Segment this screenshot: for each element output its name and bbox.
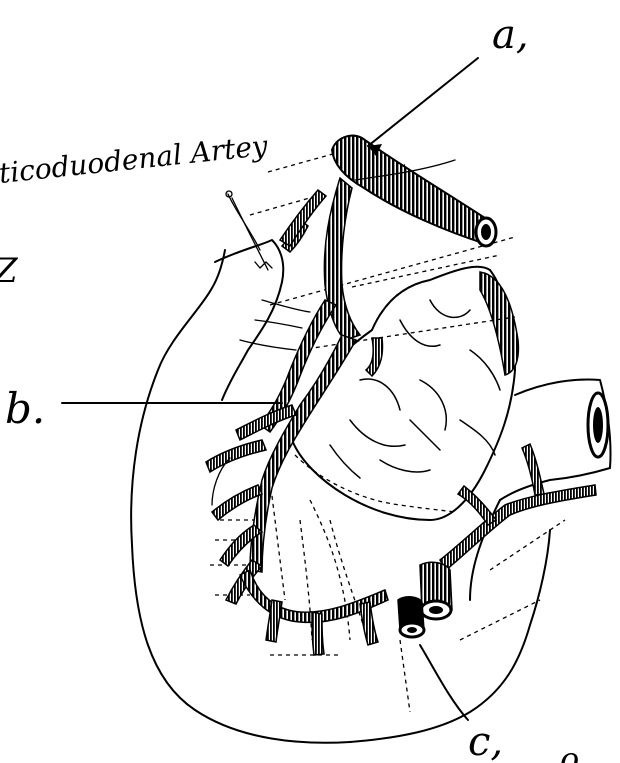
label-c: c, xyxy=(468,719,503,763)
label-b-group: b. xyxy=(5,384,282,433)
vessel-cross-sections xyxy=(398,562,452,637)
left-margin-mark: Z xyxy=(0,251,19,291)
dashed-guides xyxy=(210,150,565,712)
main-artery-tube xyxy=(332,136,496,246)
label-c-group: c, o xyxy=(420,645,579,763)
artery-annotation: ticoduodenal Artey xyxy=(0,129,270,190)
artery-annotation-group: ticoduodenal Artey Z xyxy=(0,129,270,291)
label-c-trailing-mark: o xyxy=(560,740,579,763)
artery-trunk xyxy=(206,178,388,655)
label-a-group: a, xyxy=(368,12,529,156)
label-a: a, xyxy=(492,12,529,58)
label-b: b. xyxy=(5,384,45,433)
